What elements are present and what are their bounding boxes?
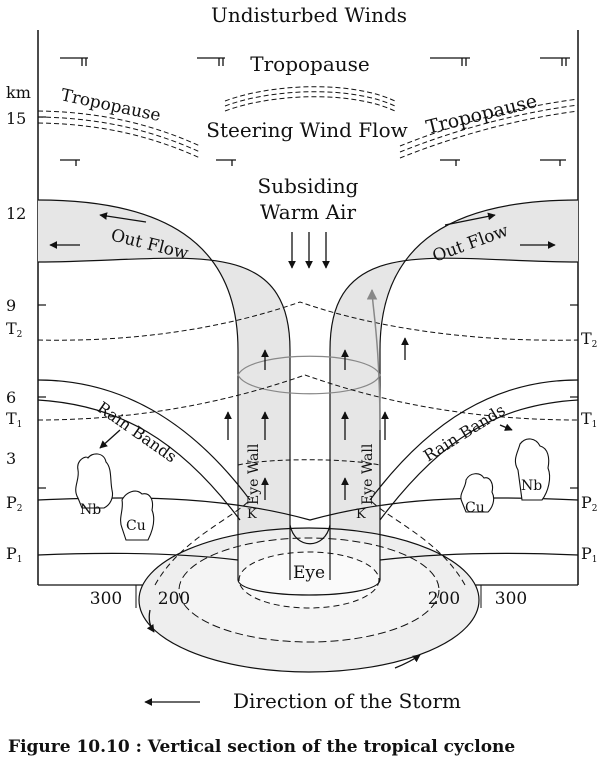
tick-6: 6 <box>6 388 16 407</box>
tropopause-lines <box>37 86 579 159</box>
steering-wind-label: Steering Wind Flow <box>206 118 407 142</box>
x-200-left: 200 <box>158 589 190 609</box>
t1-line <box>37 374 579 421</box>
y-ticks <box>38 116 578 489</box>
cloud-cu-right: Cu <box>465 500 485 516</box>
cloud-nb-left: Nb <box>80 502 101 518</box>
rain-band-curves <box>37 379 579 521</box>
direction-label: Direction of the Storm <box>233 689 461 713</box>
rain-bands-label-left: Rain Bands <box>94 398 181 467</box>
tropopause-label-center: Tropopause <box>250 52 370 76</box>
level-t1-left: T1 <box>6 409 22 430</box>
base-swirl <box>138 527 480 673</box>
tick-15: 15 <box>6 109 26 128</box>
tropopause-label-right: Tropopause <box>424 90 539 139</box>
x-300-right: 300 <box>495 589 527 609</box>
eye-wall-label-left: Eye Wall <box>246 443 262 505</box>
cloud-nb-right: Nb <box>521 478 542 494</box>
tick-12: 12 <box>6 204 26 223</box>
level-t2-left: T2 <box>6 319 22 340</box>
clouds <box>75 438 551 541</box>
axis-unit: km <box>6 83 31 102</box>
level-p1-left: P1 <box>6 544 23 565</box>
x-300-left: 300 <box>90 589 122 609</box>
dashed-flow-curves <box>154 499 466 586</box>
inner-dash-line <box>237 459 381 466</box>
tick-3: 3 <box>6 449 16 468</box>
subsiding-label: Subsiding <box>258 174 359 198</box>
p2-line <box>37 497 579 521</box>
wind-barbs <box>60 57 570 166</box>
level-t2-right: T2 <box>581 329 597 350</box>
cloud-cu-left: Cu <box>126 518 146 534</box>
eye-wall-label-right: Eye Wall <box>360 443 376 505</box>
tick-9: 9 <box>6 296 16 315</box>
flow-arrows <box>49 212 556 706</box>
warm-air-label: Warm Air <box>260 200 356 224</box>
x-200-right: 200 <box>428 589 460 609</box>
figure-caption: Figure 10.10 : Vertical section of the t… <box>8 737 515 757</box>
level-t1-right: T1 <box>581 409 597 430</box>
eye-wall-cylinder <box>237 350 381 596</box>
eye-upflow-arrow <box>366 288 381 431</box>
level-p2-right: P2 <box>581 493 598 514</box>
t2-line <box>37 301 579 341</box>
eye-label: Eye <box>293 563 325 583</box>
k-label-left: K <box>247 507 257 522</box>
level-p2-left: P2 <box>6 493 23 514</box>
tropopause-label-left: Tropopause <box>59 85 163 126</box>
p1-line <box>37 552 579 561</box>
title: Undisturbed Winds <box>211 3 407 27</box>
level-p1-right: P1 <box>581 544 598 565</box>
k-label-right: K <box>356 507 366 522</box>
